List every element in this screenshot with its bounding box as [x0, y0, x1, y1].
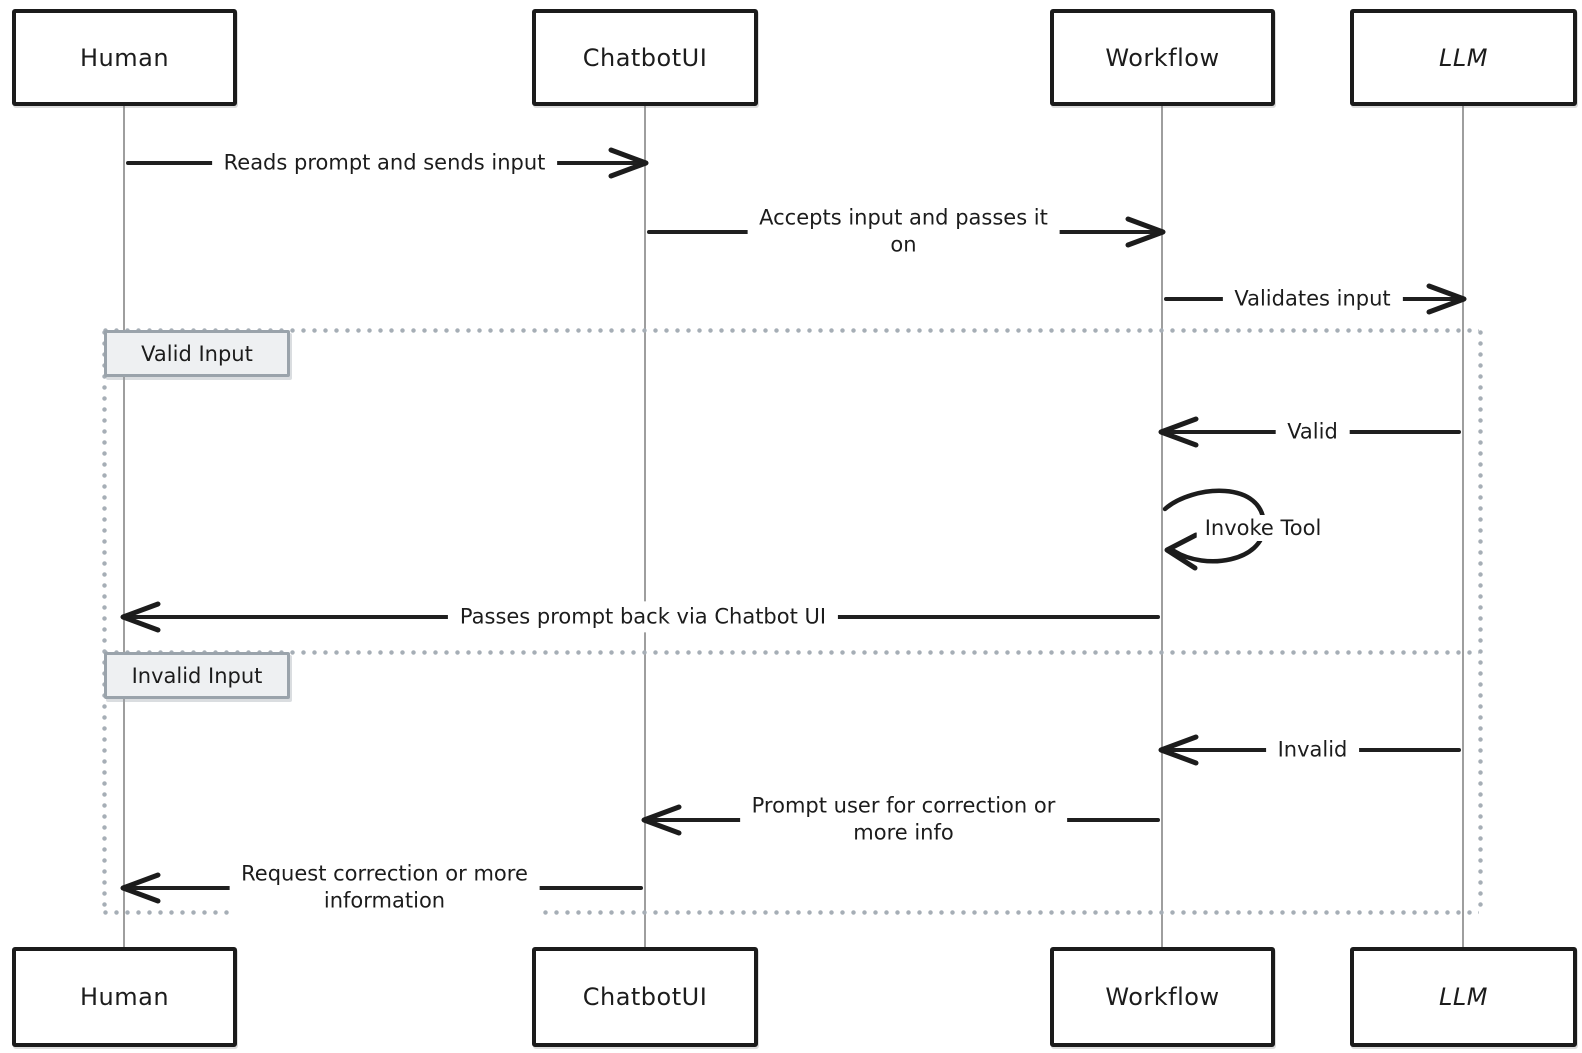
message-3: Validates input: [1162, 279, 1467, 319]
actor-box-top-human: Human: [12, 9, 237, 106]
message-label: Passes prompt back via Chatbot UI: [447, 601, 839, 633]
message-label-line: Invalid: [1277, 737, 1348, 762]
message-label-line: Reads prompt and sends input: [223, 150, 546, 175]
alt-frame-right-border: [1478, 330, 1483, 912]
message-2: Accepts input and passes it on: [645, 202, 1166, 262]
lifeline-llm: [1462, 106, 1464, 947]
message-label: Invalid: [1265, 734, 1360, 766]
arrowhead-right: [608, 147, 649, 179]
message-label-line: Passes prompt back via Chatbot UI: [459, 604, 827, 629]
message-label-line: Prompt user for correction or: [751, 793, 1056, 818]
alt-section-label-text: Valid Input: [141, 341, 253, 366]
message-label: Prompt user for correction or more info: [739, 790, 1068, 850]
arrowhead-left: [641, 804, 682, 836]
actor-label: Human: [79, 43, 170, 72]
message-label: Accepts input and passes it on: [747, 202, 1060, 262]
alt-section-label-text: Invalid Input: [131, 663, 263, 688]
arrowhead-left: [120, 872, 161, 904]
message-label: Request correction or more information: [229, 858, 540, 918]
alt-frame-bottom-border: [103, 910, 1479, 915]
message-label: Validates input: [1222, 283, 1403, 315]
actor-box-bottom-llm: LLM: [1350, 947, 1577, 1047]
message-label-line: information: [323, 889, 446, 913]
actor-label: LLM: [1439, 43, 1488, 72]
actor-label: Human: [79, 983, 170, 1011]
actor-box-bottom-workflow: Workflow: [1050, 947, 1275, 1047]
actor-box-top-chatbotui: ChatbotUI: [532, 9, 758, 106]
actor-label: Workflow: [1105, 43, 1220, 72]
lifeline-chatbotui: [644, 106, 646, 947]
alt-section-label: Invalid Input: [104, 652, 290, 699]
message-label-line: more info: [853, 821, 954, 845]
actor-label: ChatbotUI: [582, 43, 708, 72]
actor-label: Workflow: [1105, 983, 1220, 1011]
alt-frame-top-border: [103, 328, 1479, 333]
message-label-line: Accepts input and passes it: [759, 205, 1048, 230]
actor-label: LLM: [1439, 983, 1488, 1011]
alt-frame-left-border: [102, 330, 107, 912]
alt-frame-divider: [103, 650, 1479, 655]
actor-box-bottom-human: Human: [12, 947, 237, 1047]
message-label: Valid: [1275, 416, 1350, 448]
actor-box-bottom-chatbotui: ChatbotUI: [532, 947, 758, 1047]
actor-label: ChatbotUI: [582, 983, 708, 1011]
actor-box-top-llm: LLM: [1350, 9, 1577, 106]
message-label: Reads prompt and sends input: [211, 147, 558, 179]
message-label-line: Request correction or more: [241, 861, 528, 886]
message-label-line: on: [890, 233, 917, 257]
message-label-line: Validates input: [1234, 286, 1391, 311]
arrowhead-left: [1158, 734, 1199, 766]
lifeline-workflow: [1161, 106, 1163, 947]
arrowhead-left: [120, 601, 161, 633]
alt-section-label: Valid Input: [104, 330, 290, 377]
arrowhead-right: [1125, 216, 1166, 248]
lifeline-human: [123, 106, 125, 947]
message-6: Passes prompt back via Chatbot UI: [120, 597, 1162, 637]
message-label-line: Valid: [1287, 419, 1338, 444]
message-9: Request correction or more information: [120, 858, 645, 918]
message-7: Invalid: [1158, 730, 1463, 770]
message-8: Prompt user for correction or more info: [641, 790, 1162, 850]
arrowhead-right: [1426, 283, 1467, 315]
message-label: Invoke Tool: [1196, 515, 1330, 541]
message-4: Valid: [1158, 412, 1463, 452]
arrowhead-left: [1158, 416, 1199, 448]
actor-box-top-workflow: Workflow: [1050, 9, 1275, 106]
message-1: Reads prompt and sends input: [124, 143, 649, 183]
